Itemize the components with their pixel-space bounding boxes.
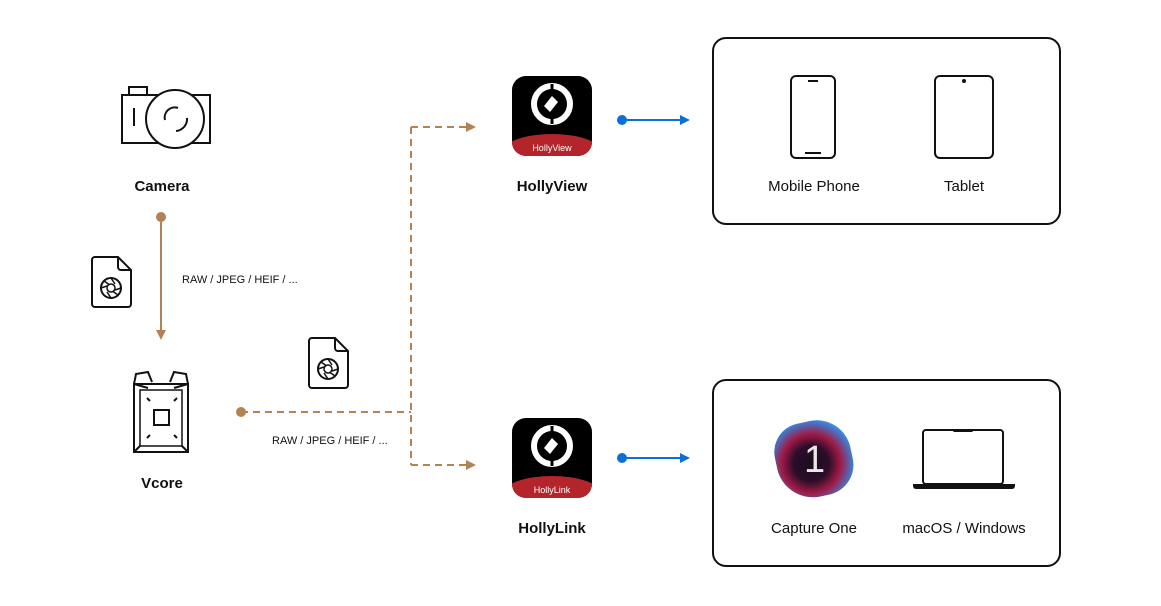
capture-one-glyph: 1 — [804, 439, 826, 481]
capture-one-label: Capture One — [771, 520, 857, 537]
vcore-label: Vcore — [141, 475, 183, 492]
camera-format-label: RAW / JPEG / HEIF / ... — [182, 274, 298, 286]
mobile-phone-icon — [790, 75, 836, 159]
camera-node: Camera — [110, 80, 214, 200]
image-file-icon — [308, 337, 349, 389]
vcore-node: Vcore — [120, 370, 204, 495]
laptop-label: macOS / Windows — [902, 520, 1026, 537]
hollyview-label: HollyView — [516, 178, 588, 195]
hollylink-label: HollyLink — [518, 520, 586, 537]
tablet-icon — [934, 75, 994, 159]
camera-to-vcore-arrow — [156, 212, 166, 340]
image-file-icon — [91, 256, 132, 308]
capture-one-device: 1 Capture One — [744, 413, 884, 549]
hollylink-to-desktop-arrow — [617, 453, 690, 463]
camera-icon — [121, 86, 211, 149]
tablet-device: Tablet — [904, 74, 1024, 204]
hollylink-badge: HollyLink — [533, 485, 571, 495]
laptop-icon — [913, 429, 1015, 489]
hollyview-to-mobile-arrow — [617, 115, 690, 125]
holly-logo-icon — [531, 425, 573, 467]
tablet-label: Tablet — [943, 178, 985, 195]
hollylink-app-icon[interactable]: HollyLink — [512, 418, 592, 498]
camera-label: Camera — [134, 178, 190, 195]
vcore-to-apps-arrow — [236, 122, 476, 470]
vcore-format-label: RAW / JPEG / HEIF / ... — [272, 435, 388, 447]
mobile-targets-panel: Mobile Phone Tablet — [712, 37, 1061, 225]
hollyview-app-icon[interactable]: HollyView — [512, 76, 592, 156]
mobile-phone-label: Mobile Phone — [768, 178, 860, 195]
vcore-device-icon — [133, 370, 189, 453]
desktop-targets-panel: 1 Capture One macOS / Windows — [712, 379, 1061, 567]
holly-logo-icon — [531, 83, 573, 125]
hollyview-badge: HollyView — [532, 143, 572, 153]
laptop-device: macOS / Windows — [894, 419, 1034, 549]
mobile-phone-device: Mobile Phone — [754, 74, 874, 204]
